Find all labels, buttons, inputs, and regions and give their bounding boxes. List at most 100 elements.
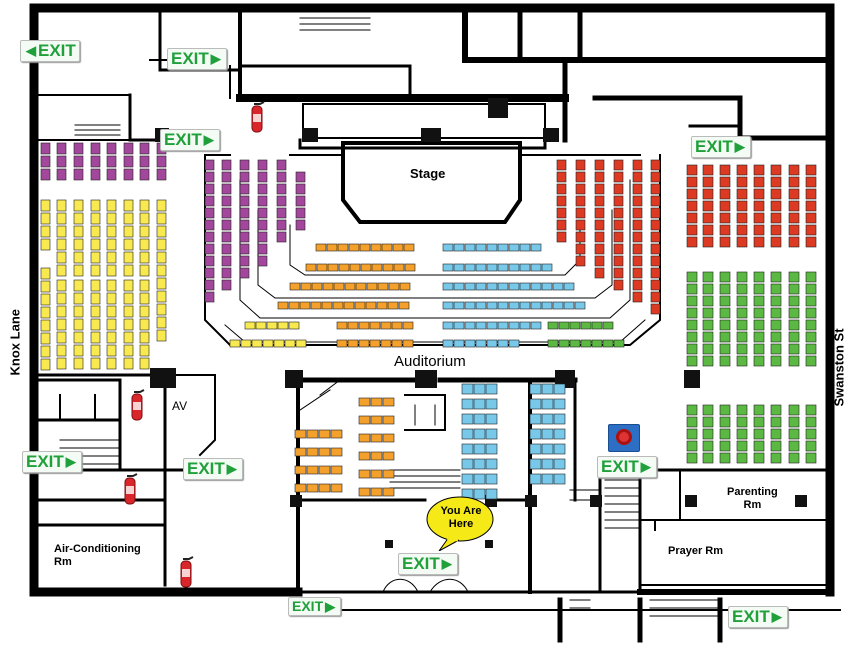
- seat-column: [788, 164, 800, 248]
- seat-column: [805, 164, 817, 248]
- seat-column: [788, 404, 800, 464]
- fire-hose-reel-icon: [608, 424, 640, 452]
- seat-row: [442, 301, 586, 310]
- seat-row: [358, 487, 395, 497]
- seat-row: [461, 398, 498, 410]
- seat-row: [547, 339, 625, 348]
- auditorium-label: Auditorium: [394, 353, 466, 370]
- seat-row: [358, 397, 395, 407]
- seat-row: [547, 321, 614, 330]
- seat-column: [295, 171, 306, 231]
- seat-row: [529, 473, 566, 485]
- seat-column: [239, 159, 250, 279]
- seat-column: [686, 404, 698, 464]
- seat-row: [305, 263, 416, 272]
- exit-sign-top-center-left: EXIT▶: [167, 48, 227, 70]
- parenting-room-label: Parenting Rm: [727, 486, 778, 511]
- exit-sign-mid-left-2: EXIT▶: [183, 458, 243, 480]
- seat-column: [56, 279, 67, 370]
- exit-sign-stage-right: EXIT▶: [691, 136, 751, 158]
- air-conditioning-room-label: Air-Conditioning Rm: [54, 543, 141, 568]
- seat-column: [719, 404, 731, 464]
- seat-row: [442, 321, 542, 330]
- seat-column: [90, 142, 101, 181]
- seat-row: [336, 339, 414, 348]
- seat-column: [123, 199, 134, 277]
- seat-row: [461, 428, 498, 440]
- exit-arrow-icon: ▶: [640, 459, 651, 474]
- seat-row: [358, 433, 395, 443]
- you-are-here-marker: [426, 496, 494, 551]
- seat-column: [257, 159, 268, 267]
- seat-column: [753, 164, 765, 248]
- seat-column: [686, 164, 698, 248]
- seat-column: [90, 199, 101, 277]
- seat-column: [56, 142, 67, 181]
- seat-column: [276, 159, 287, 243]
- seat-row: [461, 488, 498, 500]
- seat-column: [556, 159, 567, 243]
- exit-arrow-icon: ▶: [771, 609, 782, 624]
- seat-column: [575, 159, 586, 267]
- seat-row: [289, 282, 411, 291]
- fire-extinguisher-icon: [251, 101, 265, 133]
- seat-column: [106, 199, 117, 277]
- seat-row: [529, 443, 566, 455]
- exit-arrow-icon: ▶: [210, 51, 221, 66]
- seat-row: [442, 339, 520, 348]
- seat-column: [73, 279, 84, 370]
- seat-column: [770, 164, 782, 248]
- exit-arrow-icon: ◀: [26, 43, 36, 58]
- seat-column: [719, 271, 731, 367]
- exit-arrow-icon: ▶: [441, 556, 452, 571]
- seat-row: [358, 451, 395, 461]
- prayer-room-label: Prayer Rm: [668, 545, 724, 557]
- seat-row: [461, 443, 498, 455]
- seat-column: [753, 404, 765, 464]
- seat-column: [613, 159, 624, 291]
- exit-arrow-icon: ▶: [65, 454, 76, 469]
- seat-column: [221, 159, 232, 291]
- seat-column: [702, 164, 714, 248]
- seat-column: [40, 267, 51, 371]
- seat-column: [788, 271, 800, 367]
- exit-sign-top-left: ◀EXIT: [20, 40, 80, 62]
- seat-column: [650, 159, 661, 315]
- seat-row: [336, 321, 414, 330]
- seat-column: [56, 199, 67, 277]
- seat-column: [736, 404, 748, 464]
- seat-column: [805, 271, 817, 367]
- seat-row: [461, 383, 498, 395]
- exit-arrow-icon: ▶: [203, 132, 214, 147]
- exit-arrow-icon: ▶: [226, 461, 237, 476]
- seat-column: [90, 279, 101, 370]
- seat-column: [40, 199, 51, 251]
- seat-column: [594, 159, 605, 279]
- seat-row: [315, 243, 415, 252]
- fire-extinguisher-icon: [124, 473, 138, 505]
- swanston-st-label: Swanston St: [831, 328, 847, 407]
- seat-column: [686, 271, 698, 367]
- seat-column: [770, 404, 782, 464]
- seat-column: [139, 199, 150, 277]
- seat-column: [106, 279, 117, 370]
- seating-blocks: [40, 142, 817, 500]
- seat-row: [529, 413, 566, 425]
- exit-sign-stage-left: EXIT▶: [160, 129, 220, 151]
- seat-row: [529, 383, 566, 395]
- seat-column: [73, 199, 84, 277]
- you-are-here-label: You Are Here: [440, 505, 482, 530]
- seat-row: [294, 447, 343, 457]
- seat-row: [529, 428, 566, 440]
- seat-row: [529, 398, 566, 410]
- seat-column: [632, 159, 643, 303]
- seat-row: [442, 282, 575, 291]
- outer-wall-top-right: [29, 3, 835, 597]
- exit-sign-right-lobby: EXIT▶: [597, 456, 657, 478]
- seat-column: [40, 142, 51, 181]
- fire-extinguisher-icon: [131, 389, 145, 421]
- seat-row: [229, 339, 307, 348]
- fire-extinguisher-icon: [180, 556, 194, 588]
